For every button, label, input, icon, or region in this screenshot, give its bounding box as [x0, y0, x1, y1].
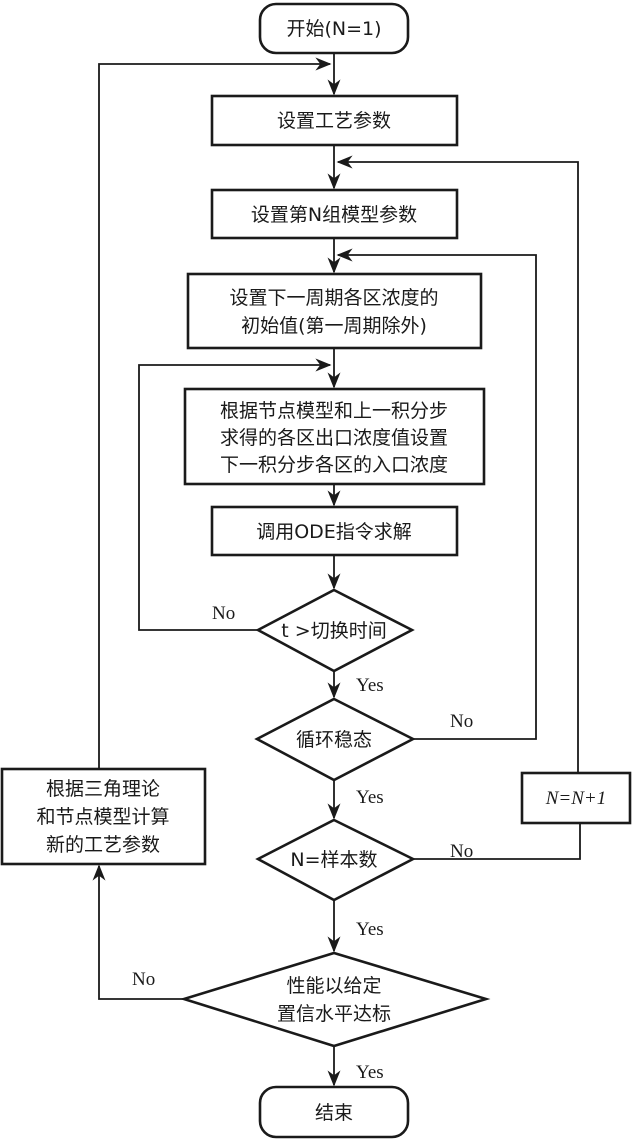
- set-model-params-box: [210, 188, 459, 240]
- t-yes-label: Yes: [356, 675, 384, 696]
- performance-line-2: 置信水平达标: [277, 1003, 391, 1025]
- set-initial-values-box: [186, 272, 483, 350]
- start-terminal: [258, 2, 410, 55]
- recalc-params-box: [0, 767, 207, 866]
- start-label: 开始(N=1): [286, 18, 381, 40]
- t-no-label: No: [212, 603, 235, 624]
- set-initial-values-line-1: 设置下一周期各区浓度的: [229, 287, 438, 309]
- increment-n-box: [520, 771, 632, 825]
- recalc-params-line-3: 新的工艺参数: [46, 834, 160, 856]
- perf-no-label: No: [132, 969, 155, 990]
- perf-yes-label: Yes: [356, 1062, 384, 1083]
- call-ode-label: 调用ODE指令求解: [256, 521, 412, 543]
- set-model-params-label: 设置第N组模型参数: [251, 204, 417, 226]
- t-gt-switch-label: t >切换时间: [281, 620, 386, 642]
- steady-yes-label: Yes: [356, 787, 384, 808]
- n-no-label: No: [450, 841, 473, 862]
- set-inlet-conc-box: [183, 387, 486, 486]
- increment-n-label: N=N+1: [545, 788, 607, 809]
- set-process-params-box: [210, 94, 459, 147]
- edge-increment-to-model: [336, 155, 579, 773]
- set-inlet-conc-line-3: 下一积分步各区的入口浓度: [220, 454, 448, 476]
- recalc-params-line-1: 根据三角理论: [46, 778, 160, 800]
- set-initial-values-line-2: 初始值(第一周期除外): [241, 315, 427, 337]
- performance-decision: [179, 951, 491, 1048]
- steady-no-label: No: [450, 711, 473, 732]
- n-yes-label: Yes: [356, 919, 384, 940]
- set-inlet-conc-line-1: 根据节点模型和上一积分步: [220, 400, 448, 422]
- edge-t-no-loop: [138, 358, 332, 631]
- n-eq-samples-label: N=样本数: [290, 849, 377, 871]
- edge-steady-no-loop: [336, 248, 537, 740]
- end-label: 结束: [315, 1102, 353, 1124]
- edge-n-no-loop: [413, 823, 581, 860]
- call-ode-box: [210, 505, 459, 557]
- cycle-steady-decision: [254, 697, 416, 782]
- edge-perf-no-loop: [92, 864, 183, 1000]
- end-terminal: [258, 1085, 410, 1139]
- edge-recalc-to-process: [98, 57, 332, 769]
- t-gt-switch-decision: [255, 588, 415, 673]
- cycle-steady-label: 循环稳态: [296, 729, 372, 751]
- set-process-params-label: 设置工艺参数: [277, 110, 391, 132]
- set-inlet-conc-line-2: 求得的各区出口浓度值设置: [220, 427, 448, 449]
- performance-line-1: 性能以给定: [286, 975, 381, 997]
- n-eq-samples-decision: [255, 818, 416, 902]
- recalc-params-line-2: 和节点模型计算: [36, 806, 169, 828]
